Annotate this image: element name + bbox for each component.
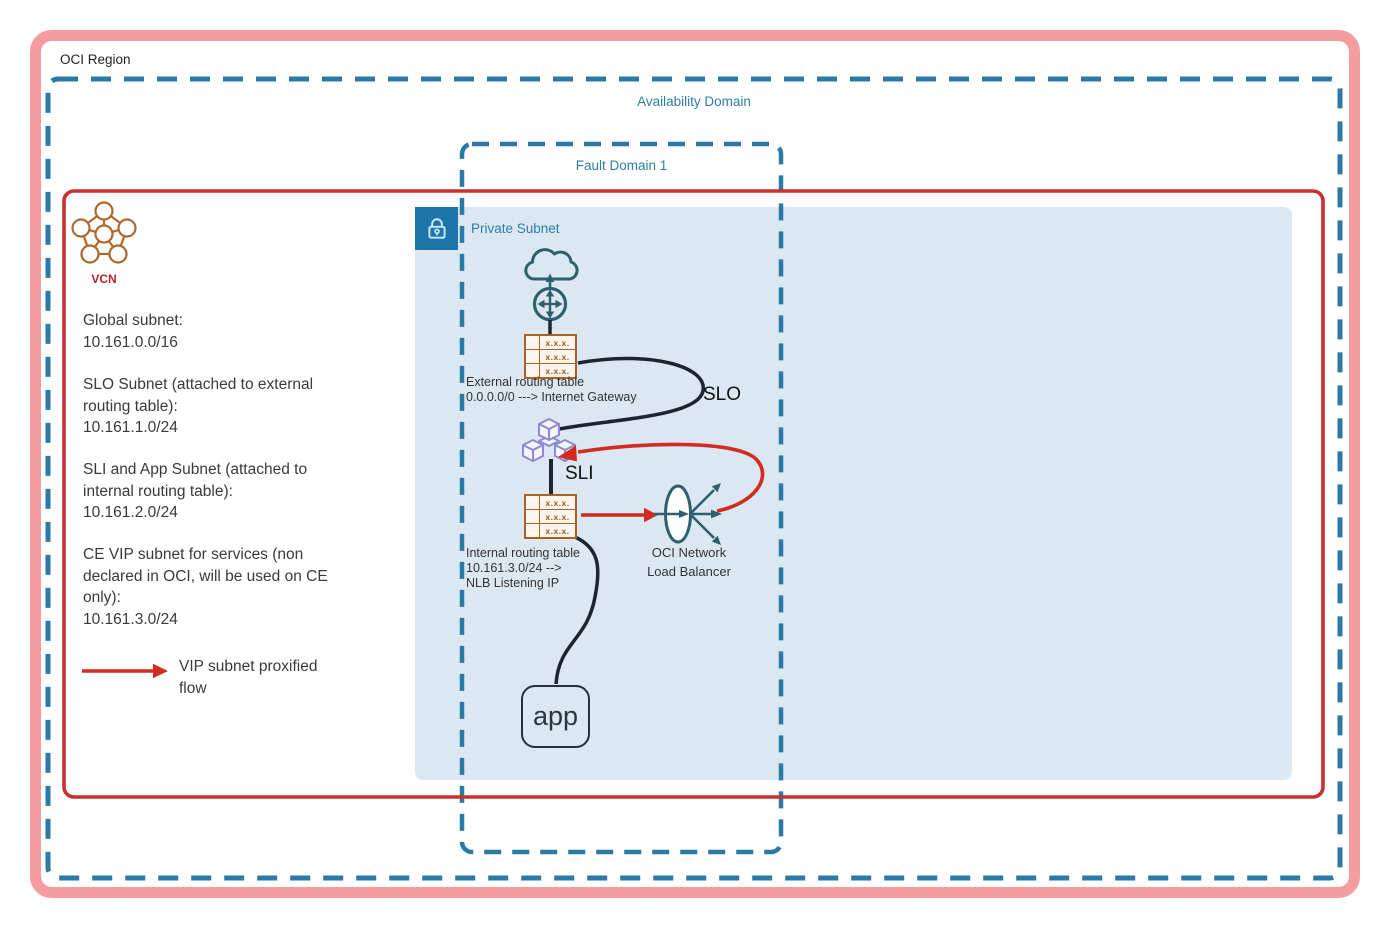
sli-return-curve <box>577 442 765 513</box>
table-value-cell: x.x.x. <box>545 365 570 376</box>
table-key-cell <box>526 350 540 363</box>
vcn-node <box>117 218 137 238</box>
availability-domain-label: Availability Domain <box>637 94 751 109</box>
vcn-border <box>62 189 1325 799</box>
workload-cubes-icon <box>522 418 576 462</box>
slo-subnet-note: SLO Subnet (attached to external routing… <box>83 376 314 436</box>
external-routing-table-caption: External routing table 0.0.0.0/0 ---> In… <box>466 375 637 404</box>
vcn-node <box>108 244 128 264</box>
vcn-node <box>94 201 114 221</box>
nlb-in-head <box>679 510 689 518</box>
table-key-cell <box>526 524 540 537</box>
table-value-cell: x.x.x. <box>545 351 570 362</box>
cloud-outline <box>524 248 579 281</box>
table-key-cell <box>526 510 540 523</box>
vcn-node <box>71 218 91 238</box>
private-subnet-lock-badge <box>415 207 458 250</box>
sli-label: SLI <box>565 463 594 484</box>
external-routing-table-icon: x.x.x. x.x.x. x.x.x. <box>524 334 577 379</box>
internet-gateway-icon <box>532 286 568 322</box>
table-value-cell: x.x.x. <box>545 337 570 348</box>
global-subnet-note: Global subnet: 10.161.0.0/16 <box>83 312 183 351</box>
table-row: x.x.x. <box>526 509 575 523</box>
lock-icon <box>427 217 446 239</box>
vcn-node <box>80 244 100 264</box>
internal-routing-table-icon: x.x.x. x.x.x. x.x.x. <box>524 494 577 539</box>
gateway-arrow-down <box>545 311 555 319</box>
sli-return-head <box>558 445 577 462</box>
gateway-circle <box>532 286 568 322</box>
nlb-fan-up-head <box>711 483 721 493</box>
fault-domain-border <box>459 141 784 855</box>
table-row: x.x.x. <box>526 496 575 509</box>
uplink-arrow-head <box>545 273 555 282</box>
table-value-cell: x.x.x. <box>545 497 570 508</box>
table-key-cell <box>526 364 540 377</box>
network-load-balancer-icon <box>654 483 722 545</box>
nlb-fan-up-line <box>689 489 715 515</box>
legend-flow-arrow <box>82 663 168 679</box>
vcn-icon-links <box>79 210 129 256</box>
cube-left <box>522 439 544 462</box>
vcn-icon <box>71 201 137 264</box>
private-subnet-label: Private Subnet <box>471 221 560 236</box>
table-value-cell: x.x.x. <box>545 511 570 522</box>
nlb-caption: OCI Network Load Balancer <box>647 545 731 579</box>
nlb-fan-right-head <box>711 509 722 519</box>
cloud-icon <box>524 248 579 281</box>
nlb-fan-down-line <box>689 513 715 539</box>
table-row: x.x.x. <box>526 336 575 349</box>
oci-region-border <box>30 30 1360 898</box>
ce-vip-subnet-note: CE VIP subnet for services (non declared… <box>83 546 328 628</box>
oci-region-label: OCI Region <box>60 52 131 67</box>
nlb-flow-arrow <box>581 507 658 523</box>
table-row: x.x.x. <box>526 523 575 537</box>
gateway-arrow-up <box>545 289 555 297</box>
legend-vip-flow-label: VIP subnet proxified flow <box>179 658 318 697</box>
table-row: x.x.x. <box>526 363 575 377</box>
gateway-arrow-left <box>537 299 545 309</box>
sli-app-subnet-note: SLI and App Subnet (attached to internal… <box>83 461 308 521</box>
legend-arrow-head <box>153 663 168 679</box>
app-node-label: app <box>532 701 579 731</box>
vcn-label: VCN <box>91 272 117 286</box>
slo-flow-curve <box>558 356 705 431</box>
availability-domain-border <box>45 76 1343 881</box>
nlb-fan-down-head <box>711 535 721 545</box>
internal-table-to-app-curve <box>554 535 600 685</box>
table-key-cell <box>526 496 540 509</box>
cube-top <box>538 418 560 441</box>
sli-return-flow-arrow <box>558 442 765 513</box>
nlb-flow-head <box>644 507 658 523</box>
gateway-arrow-right <box>555 299 563 309</box>
app-node: app <box>521 685 590 748</box>
table-value-cell: x.x.x. <box>545 525 570 536</box>
internal-routing-table-caption: Internal routing table 10.161.3.0/24 -->… <box>466 546 580 590</box>
table-row: x.x.x. <box>526 349 575 363</box>
private-subnet-area <box>415 207 1292 780</box>
vcn-node <box>94 224 114 244</box>
fault-domain-label: Fault Domain 1 <box>575 158 668 173</box>
table-key-cell <box>526 336 540 349</box>
slo-label: SLO <box>703 384 742 405</box>
